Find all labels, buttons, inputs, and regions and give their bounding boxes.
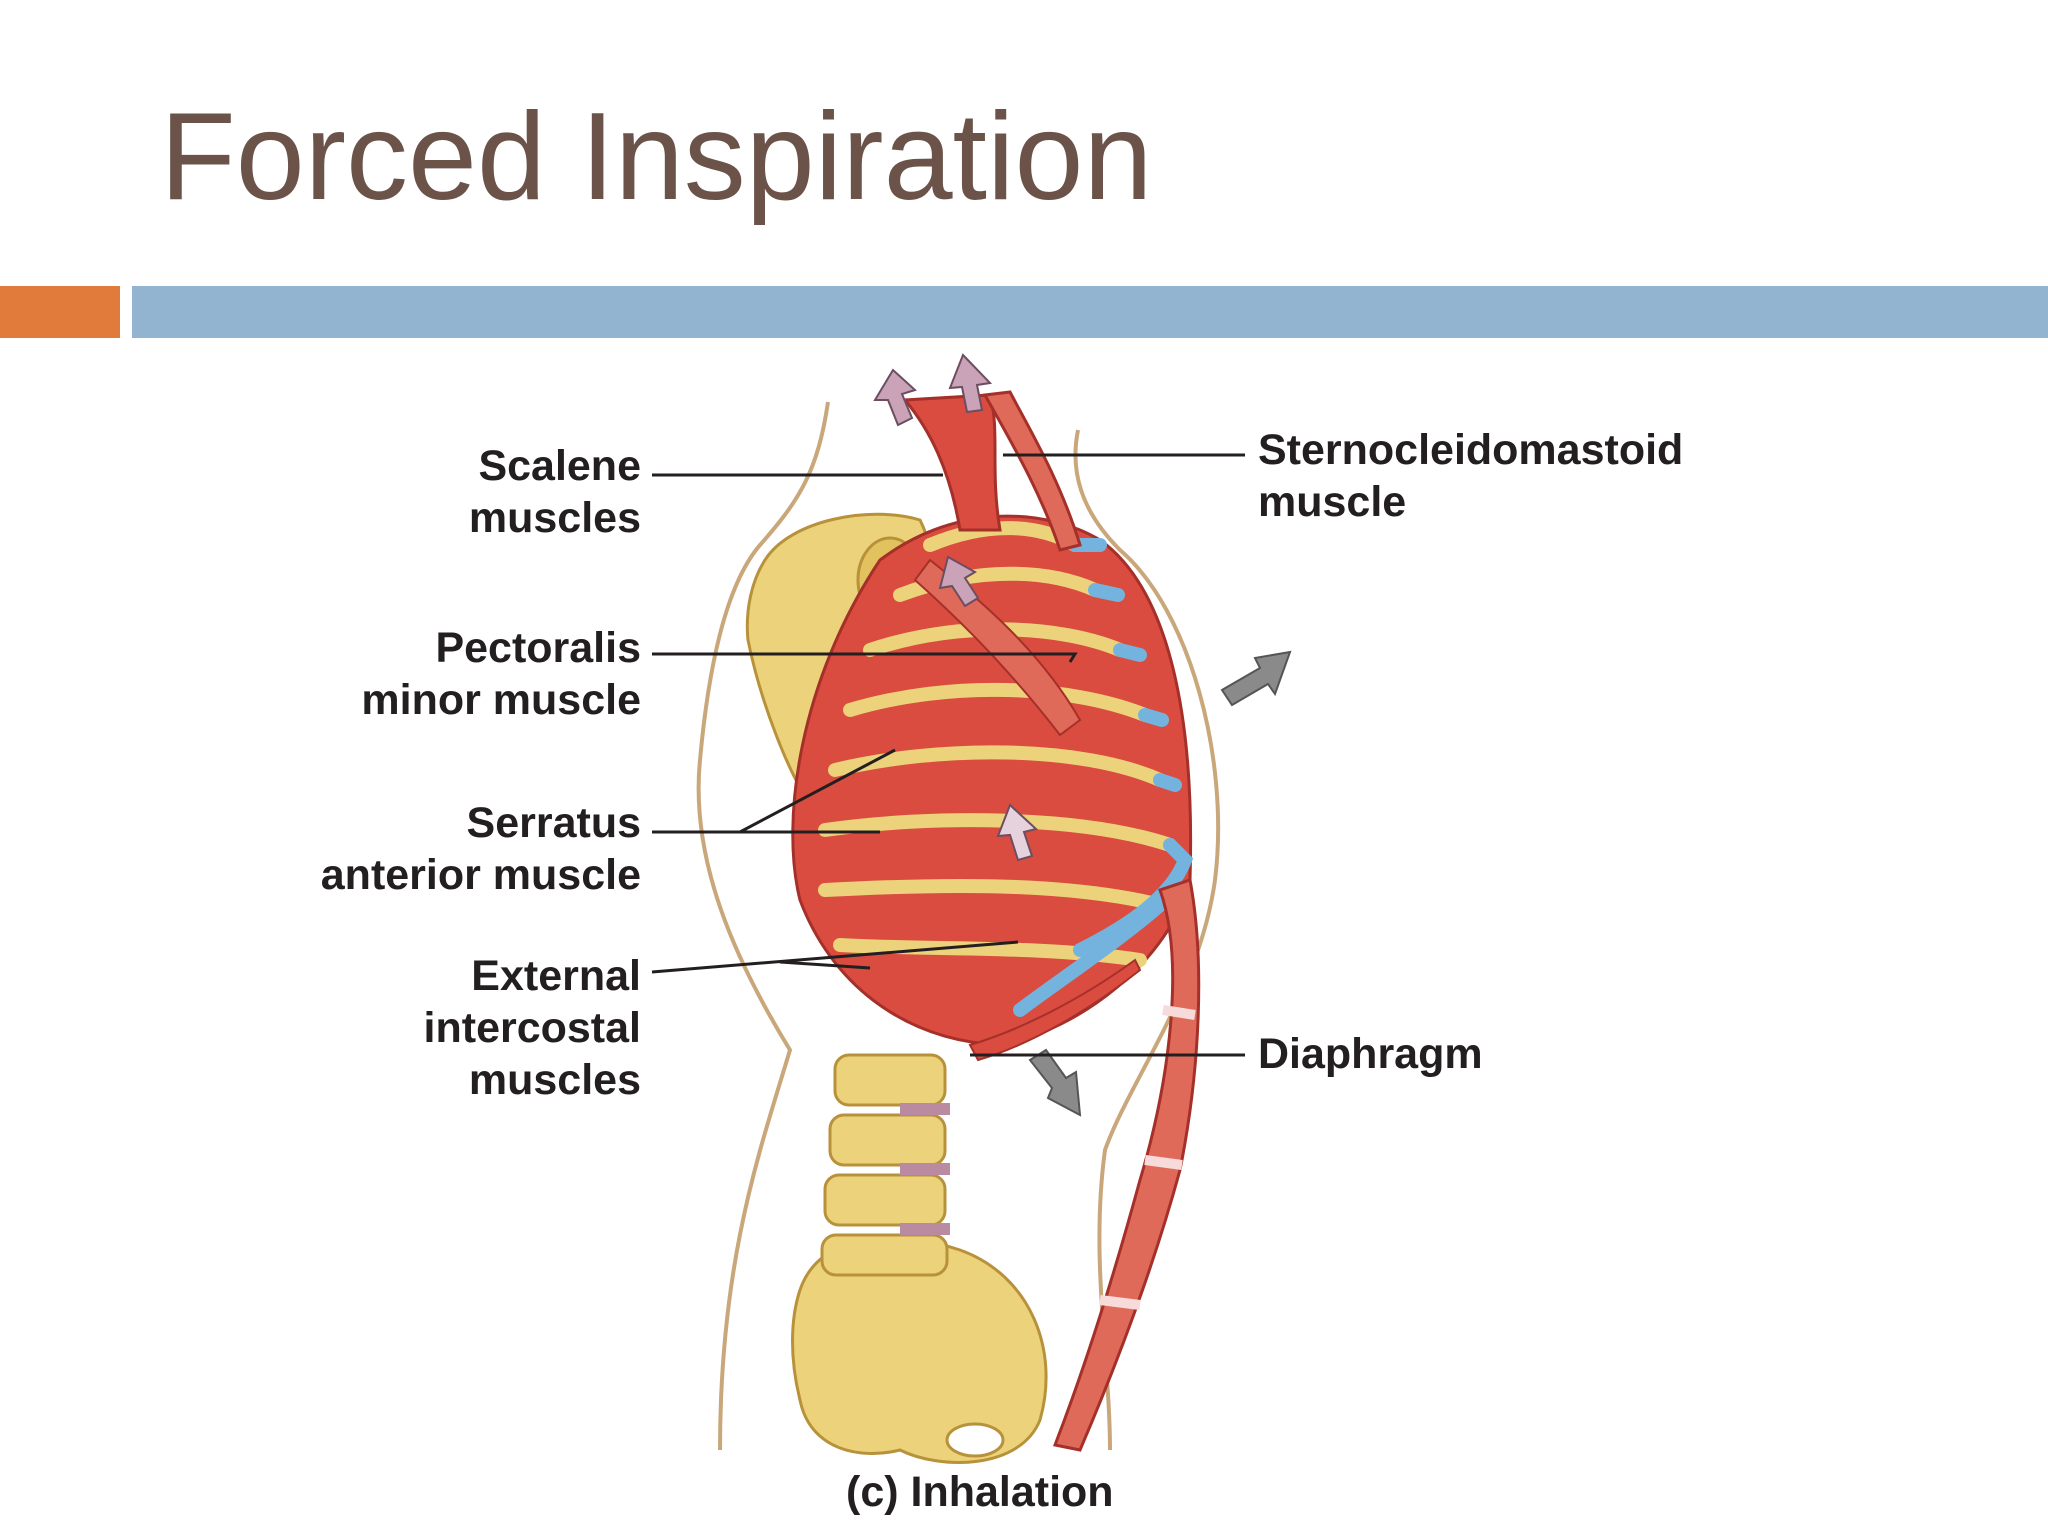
leader-intercostal [651,940,1019,974]
anatomy-illustration [651,353,1292,1464]
figure-caption: (c) Inhalation [846,1468,1114,1516]
label-serratus: Serratus anterior muscle [320,799,641,899]
costal-cartilage [1013,538,1194,1017]
accent-bar [132,286,2048,338]
body-outline-back [1073,429,1221,1451]
spine [820,1053,950,1277]
arrow-up-3 [938,555,980,608]
pelvis-hole [945,1422,1005,1458]
pectoralis-minor [913,558,1082,737]
arrow-out [1220,650,1292,707]
sternocleidomastoid [982,390,1082,552]
arrow-up-2 [948,353,993,414]
arrow-down [1028,1048,1082,1117]
movement-arrows [873,353,1292,1117]
leader-lines [651,453,1245,1057]
label-diaphragm: Diaphragm [1258,1030,1483,1078]
leader-serratus [652,748,896,834]
body-outline [696,401,830,1451]
neck-muscles [901,393,1002,532]
abdominal-tendons [1099,1005,1196,1310]
arrow-up-1 [873,368,917,427]
diaphragm [968,958,1142,1062]
label-sternocleidomastoid: Sternocleidomastoid muscle [1258,426,1684,526]
accent-square [0,286,120,338]
leader-pectoralis [652,652,1078,663]
label-pectoralis: Pectoralis minor muscle [361,624,641,724]
slide-title: Forced Inspiration [160,88,1153,226]
arrow-up-4 [996,803,1039,862]
label-intercostal: External intercostal muscles [423,952,641,1104]
label-scalene: Scalene muscles [468,442,641,542]
